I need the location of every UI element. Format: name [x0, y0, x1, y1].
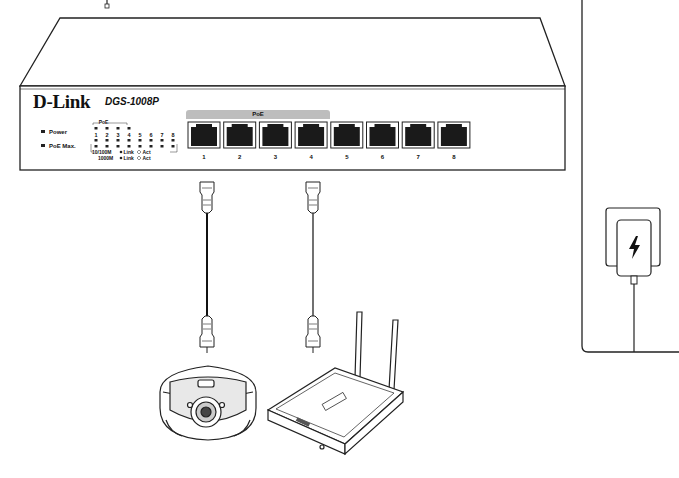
port-number: 8: [452, 154, 455, 160]
led-number: 4: [127, 133, 130, 139]
power-adapter: [606, 208, 660, 352]
wall: [582, 0, 679, 352]
port-number: 4: [309, 154, 312, 160]
model-name: DGS-1008P: [105, 97, 159, 107]
legend-text: 10/100M: [92, 150, 111, 155]
switch-front: [20, 86, 565, 170]
led-label: PoE Max.: [49, 143, 76, 149]
brand-logo: D-Link: [33, 92, 90, 111]
port-number: 7: [417, 154, 420, 160]
poe-label: PoE: [252, 111, 264, 117]
led-number: 2: [105, 133, 108, 139]
legend-text: 1000M: [98, 156, 113, 161]
port-number: 2: [238, 154, 241, 160]
legend-text: Link: [124, 156, 134, 161]
ethernet-cable: [200, 182, 214, 353]
switch-top: [20, 18, 565, 86]
port-number: 5: [345, 154, 348, 160]
ethernet-cable: [306, 182, 320, 353]
led-number: 1: [94, 133, 97, 139]
access-point: [268, 312, 403, 454]
poe-band: [186, 110, 330, 119]
port-number: 6: [381, 154, 384, 160]
led-indicators: [95, 127, 175, 148]
port-number: 3: [274, 154, 277, 160]
led-number: 6: [149, 133, 152, 139]
led-number: 3: [116, 133, 119, 139]
led-number: 5: [138, 133, 141, 139]
led-number: 8: [171, 133, 174, 139]
port-number: 1: [202, 154, 205, 160]
legend-text: Act: [143, 150, 151, 155]
legend-text: Act: [143, 156, 151, 161]
led-label: Power: [49, 129, 67, 135]
legend-text: Link: [124, 150, 134, 155]
rj45-ports: [188, 122, 470, 148]
led-number: 7: [160, 133, 163, 139]
led-group-label: PoE: [99, 120, 109, 125]
dome-camera: [160, 366, 256, 440]
